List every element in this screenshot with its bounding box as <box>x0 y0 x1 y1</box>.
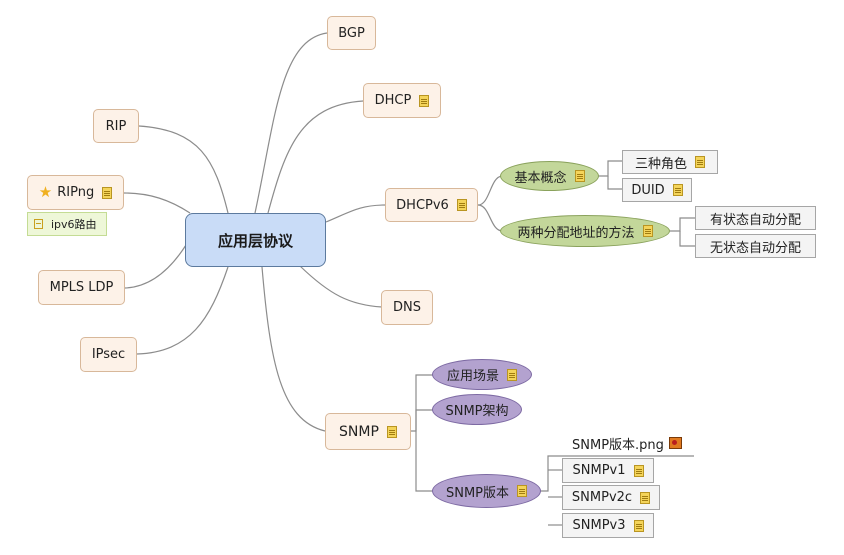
list-icon <box>34 219 43 229</box>
note-icon[interactable] <box>102 186 113 199</box>
topic-ripng[interactable]: ★ RIPng <box>27 175 124 210</box>
topic-snmpv3[interactable]: SNMPv3 <box>562 513 654 538</box>
topic-dns-label: DNS <box>393 300 421 315</box>
topic-duid[interactable]: DUID <box>622 178 692 202</box>
topic-snmp-image-label: SNMP版本.png <box>572 437 664 453</box>
image-icon[interactable] <box>668 437 682 449</box>
topic-snmp-label: SNMP <box>339 423 379 440</box>
topic-stateless-label: 无状态自动分配 <box>709 240 801 256</box>
topic-bgp-label: BGP <box>338 25 365 41</box>
ripng-callout-label: ipv6路由 <box>51 218 97 231</box>
topic-ipsec-label: IPsec <box>91 347 126 362</box>
topic-scenario-label: 应用场景 <box>446 369 499 384</box>
topic-snmpv1[interactable]: SNMPv1 <box>562 458 654 483</box>
topic-rip[interactable]: RIP <box>93 109 139 143</box>
ripng-callout[interactable]: ipv6路由 <box>27 212 107 236</box>
topic-basic-concepts-label: 基本概念 <box>514 170 567 186</box>
note-icon[interactable] <box>386 425 397 438</box>
root-topic[interactable]: 应用层协议 <box>185 213 326 267</box>
topic-basic-concepts[interactable]: 基本概念 <box>500 161 599 191</box>
topic-snmpv1-label: SNMPv1 <box>572 463 626 478</box>
topic-allocation-methods[interactable]: 两种分配地址的方法 <box>500 215 670 247</box>
note-icon[interactable] <box>633 519 644 532</box>
topic-ripng-label: RIPng <box>57 185 95 200</box>
topic-snmpv3-label: SNMPv3 <box>572 518 626 533</box>
topic-dns[interactable]: DNS <box>381 290 433 325</box>
topic-snmp-versions-label: SNMP版本 <box>445 485 510 501</box>
topic-snmp[interactable]: SNMP <box>325 413 411 450</box>
topic-snmp-arch[interactable]: SNMP架构 <box>432 394 522 425</box>
topic-three-roles-label: 三种角色 <box>634 156 687 172</box>
topic-scenario[interactable]: 应用场景 <box>432 359 532 390</box>
topic-stateful[interactable]: 有状态自动分配 <box>695 206 816 230</box>
topic-mpls-ldp[interactable]: MPLS LDP <box>38 270 125 305</box>
topic-snmpv2c-label: SNMPv2c <box>571 490 633 505</box>
root-topic-label: 应用层协议 <box>217 231 293 250</box>
topic-stateful-label: 有状态自动分配 <box>709 212 801 228</box>
topic-rip-label: RIP <box>105 118 127 134</box>
topic-bgp[interactable]: BGP <box>327 16 376 50</box>
note-icon[interactable] <box>517 485 528 497</box>
topic-allocation-methods-label: 两种分配地址的方法 <box>517 225 635 241</box>
topic-stateless[interactable]: 无状态自动分配 <box>695 234 816 258</box>
topic-dhcp[interactable]: DHCP <box>363 83 441 118</box>
note-icon[interactable] <box>642 225 653 237</box>
topic-mpls-ldp-label: MPLS LDP <box>49 280 114 295</box>
note-icon[interactable] <box>695 156 705 168</box>
note-icon[interactable] <box>419 94 430 107</box>
topic-dhcp-label: DHCP <box>374 93 412 108</box>
star-icon: ★ <box>38 183 53 201</box>
topic-dhcpv6[interactable]: DHCPv6 <box>385 188 478 222</box>
topic-duid-label: DUID <box>631 182 665 198</box>
topic-snmp-arch-label: SNMP架构 <box>445 404 509 419</box>
note-icon[interactable] <box>456 199 467 211</box>
topic-snmp-versions[interactable]: SNMP版本 <box>432 474 541 508</box>
note-icon[interactable] <box>633 464 644 477</box>
note-icon[interactable] <box>672 184 683 196</box>
topic-ipsec[interactable]: IPsec <box>80 337 137 372</box>
topic-three-roles[interactable]: 三种角色 <box>622 150 718 174</box>
note-icon[interactable] <box>640 491 651 504</box>
note-icon[interactable] <box>507 368 517 381</box>
note-icon[interactable] <box>574 170 585 182</box>
topic-snmpv2c[interactable]: SNMPv2c <box>562 485 660 510</box>
topic-snmp-image[interactable]: SNMP版本.png <box>572 433 694 453</box>
topic-dhcpv6-label: DHCPv6 <box>396 197 449 213</box>
